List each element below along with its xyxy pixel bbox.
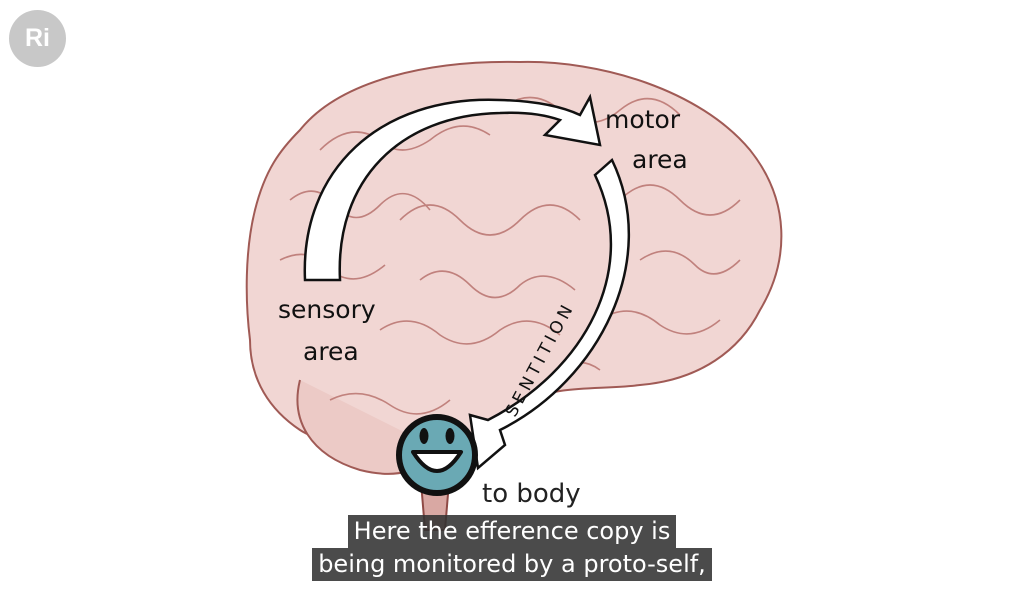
subtitle-line-2: being monitored by a proto-self, [312, 548, 712, 581]
motor-area-label: area [632, 145, 688, 174]
motor-loop-arrow [303, 93, 602, 282]
subtitle-line-1: Here the efference copy is [347, 515, 677, 548]
sensory-area-label: area [303, 337, 359, 366]
proto-self-smiley-icon [396, 414, 478, 496]
subtitles: Here the efference copy is being monitor… [0, 515, 1024, 581]
sentition-arrow [468, 157, 630, 471]
motor-label: motor [605, 105, 681, 134]
channel-logo: Ri [9, 10, 66, 67]
sensory-label: sensory [278, 295, 376, 324]
to-body-label: to body [482, 479, 581, 509]
